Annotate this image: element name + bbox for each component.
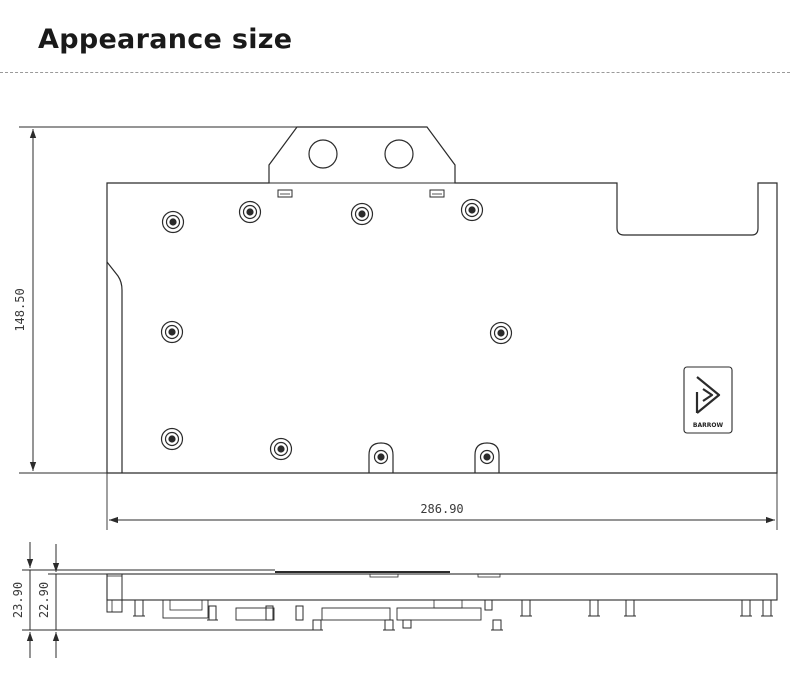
standoff bbox=[161, 210, 185, 234]
mounting-standoffs bbox=[160, 198, 513, 473]
standoff bbox=[460, 198, 484, 222]
inlet-port bbox=[308, 139, 338, 169]
top-view bbox=[106, 126, 778, 474]
logo-text: BARROW bbox=[693, 422, 724, 429]
side-view bbox=[106, 571, 778, 631]
side-pins bbox=[133, 599, 773, 631]
height-dimension bbox=[19, 126, 297, 474]
standoff bbox=[160, 427, 184, 451]
standoff bbox=[489, 321, 513, 345]
width-dimension-label: 286.90 bbox=[420, 502, 463, 516]
plate-left-chamfer bbox=[106, 261, 123, 473]
side-plate bbox=[106, 573, 778, 601]
barrow-logo bbox=[683, 366, 733, 434]
standoff-edge bbox=[368, 442, 394, 473]
led-slot-left bbox=[277, 189, 293, 198]
led-slot-right bbox=[429, 189, 445, 198]
side-total-height-dimension bbox=[22, 542, 313, 658]
standoff-edge bbox=[474, 442, 500, 473]
plate-outline bbox=[106, 126, 778, 474]
standoff bbox=[350, 202, 374, 226]
page-title: Appearance size bbox=[38, 24, 293, 55]
outlet-port bbox=[384, 139, 414, 169]
side-body-height-label: 22.90 bbox=[37, 582, 51, 618]
standoff bbox=[160, 320, 184, 344]
height-dimension-label: 148.50 bbox=[13, 288, 27, 331]
side-total-height-label: 23.90 bbox=[11, 582, 25, 618]
side-body-height-dimension bbox=[48, 544, 107, 658]
standoff bbox=[238, 200, 262, 224]
title-divider bbox=[0, 72, 790, 73]
standoff bbox=[269, 437, 293, 461]
width-dimension bbox=[106, 473, 778, 530]
